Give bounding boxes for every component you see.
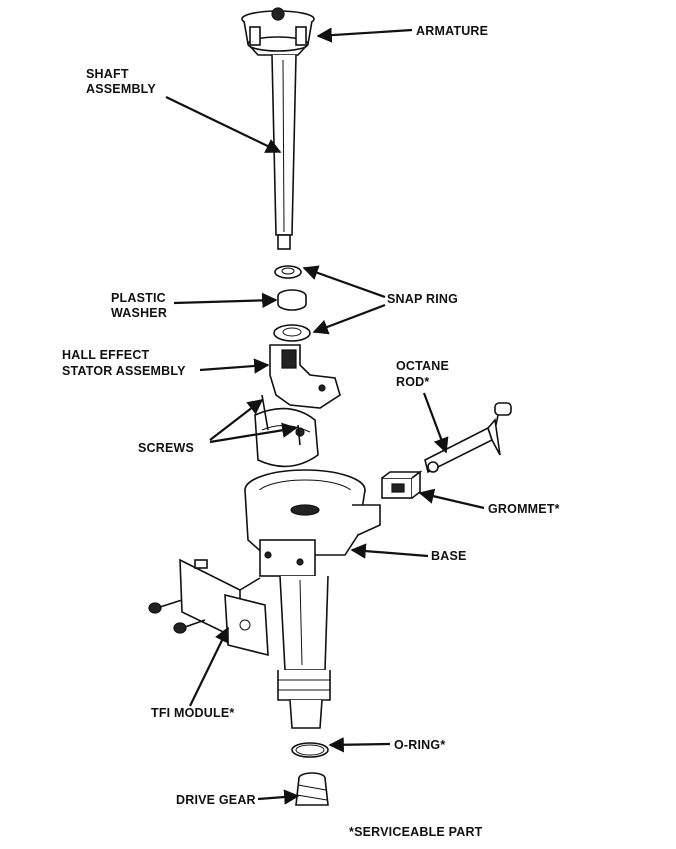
label-hall-line2: STATOR ASSEMBLY bbox=[62, 364, 186, 378]
tfi-screw-lower bbox=[173, 619, 206, 634]
footnote-serviceable-part: *SERVICEABLE PART bbox=[349, 825, 483, 839]
snap-ring-lower-part bbox=[273, 324, 311, 342]
label-shaft-line2: ASSEMBLY bbox=[86, 82, 156, 96]
label-hall-line1: HALL EFFECT bbox=[62, 348, 150, 362]
leader-stator bbox=[199, 358, 270, 374]
label-armature: ARMATURE bbox=[416, 24, 488, 38]
leader-armature bbox=[316, 27, 413, 43]
leader-snap-ring-lower bbox=[312, 303, 386, 335]
label-drive-gear: DRIVE GEAR bbox=[176, 793, 256, 807]
label-shaft-line1: SHAFT bbox=[86, 67, 129, 81]
label-o-ring: O-RING* bbox=[394, 738, 445, 752]
leader-screws-1 bbox=[209, 399, 264, 441]
label-screws: SCREWS bbox=[138, 441, 194, 455]
leader-o-ring bbox=[328, 737, 391, 753]
octane-rod-part bbox=[424, 402, 512, 474]
label-base: BASE bbox=[431, 549, 467, 563]
leader-base bbox=[350, 543, 429, 559]
leader-shaft bbox=[165, 96, 282, 153]
label-grommet: GROMMET* bbox=[488, 502, 560, 516]
leader-snap-ring-upper bbox=[302, 265, 386, 299]
plastic-washer-part bbox=[277, 289, 307, 311]
snap-ring-upper-part bbox=[274, 265, 302, 279]
label-octane-line1: OCTANE bbox=[396, 359, 449, 373]
label-plastic-line2: WASHER bbox=[111, 306, 167, 320]
stator-assembly-part bbox=[254, 344, 341, 468]
armature-part bbox=[241, 7, 315, 56]
label-snap-ring: SNAP RING bbox=[387, 292, 458, 306]
leader-screws-2 bbox=[209, 422, 298, 444]
leader-plastic-washer bbox=[173, 292, 278, 309]
base-part bbox=[244, 469, 381, 729]
tfi-module-part bbox=[179, 558, 269, 657]
leader-drive-gear bbox=[257, 789, 300, 805]
label-tfi-module: TFI MODULE* bbox=[151, 706, 234, 720]
grommet-part bbox=[381, 470, 423, 499]
leader-grommet bbox=[418, 488, 485, 510]
shaft-part bbox=[271, 54, 297, 250]
leader-octane-rod bbox=[422, 392, 449, 454]
tfi-screw-upper bbox=[148, 599, 183, 614]
o-ring-part bbox=[291, 742, 329, 758]
label-octane-line2: ROD* bbox=[396, 375, 429, 389]
leader-tfi-module bbox=[189, 626, 229, 707]
label-plastic-line1: PLASTIC bbox=[111, 291, 166, 305]
drive-gear-part bbox=[295, 772, 329, 806]
